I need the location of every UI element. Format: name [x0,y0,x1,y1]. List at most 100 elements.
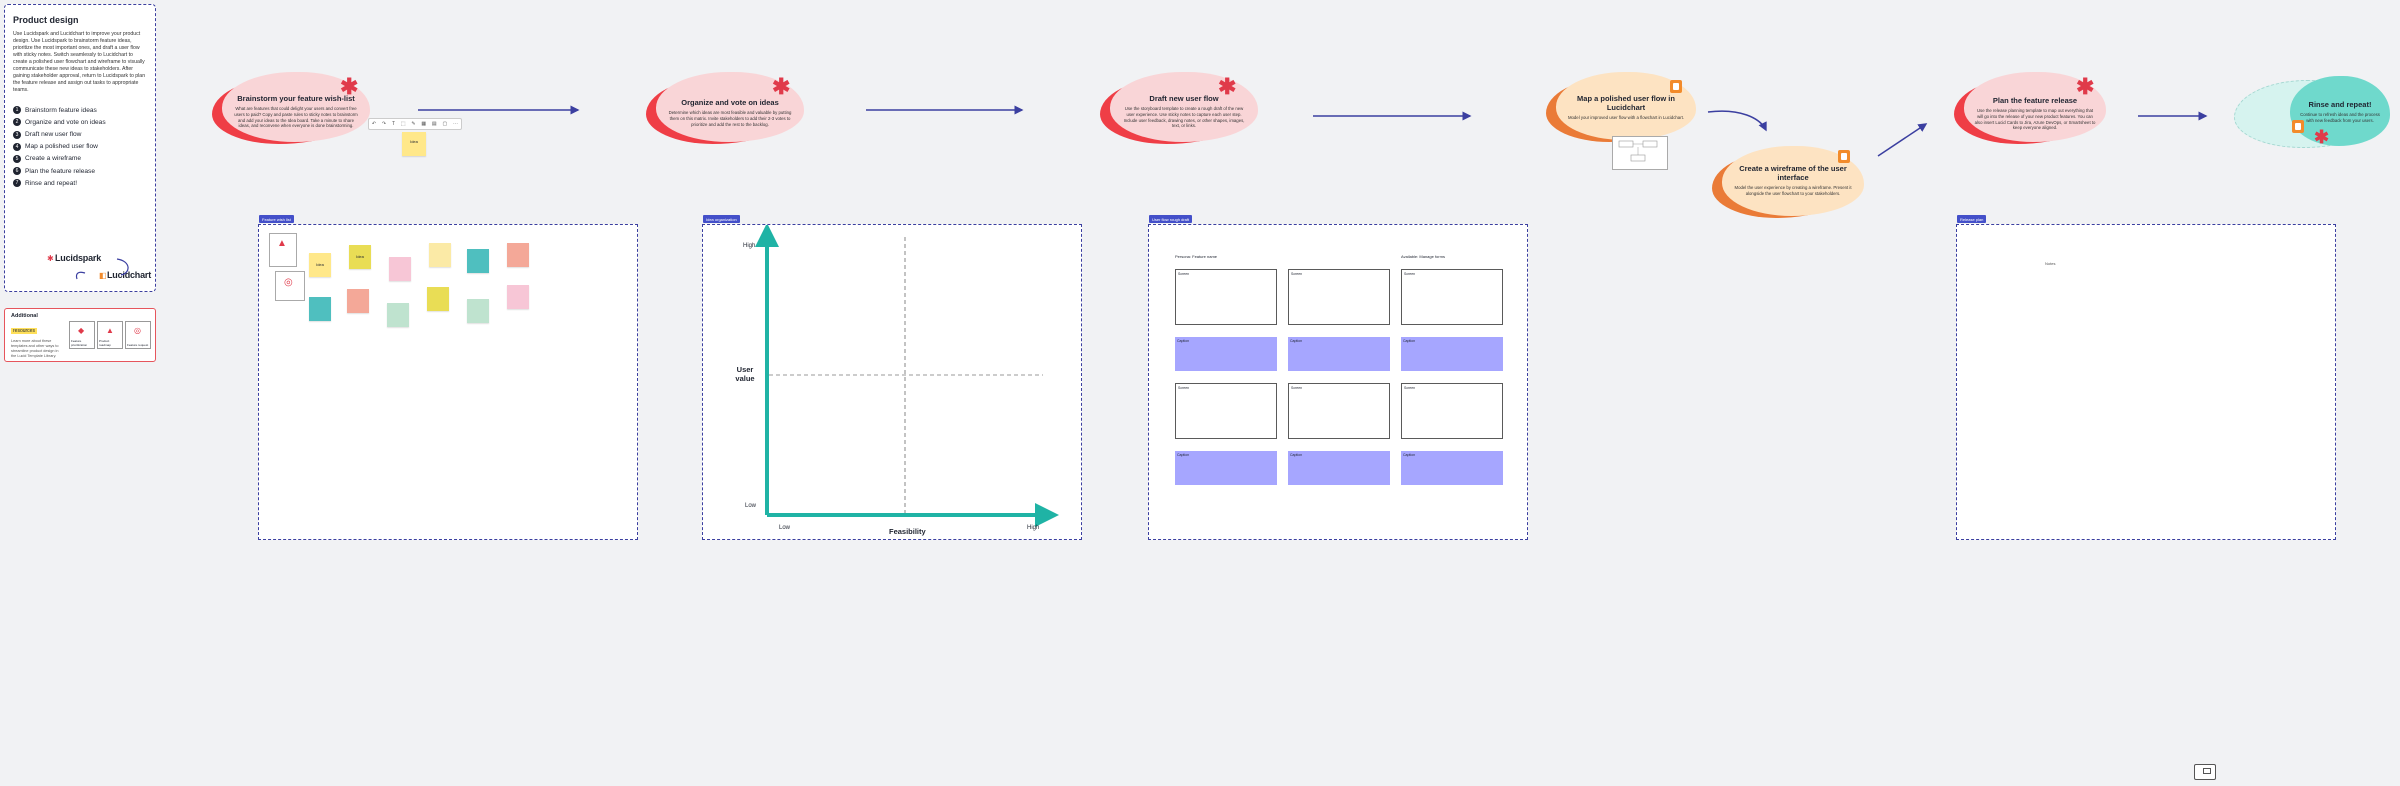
storyboard-screen[interactable]: Screen [1288,269,1390,325]
blob-desc: Determine which ideas are most feasible … [668,110,792,127]
resource-thumbnail[interactable]: ◆ Feature prioritization [69,321,95,349]
step-label: Rinse and repeat! [25,179,78,187]
thumb-icon: ◎ [134,326,141,335]
y-high-label: High [743,243,756,249]
step-blob-rinse[interactable]: Rinse and repeat! Continue to refresh id… [2234,76,2390,156]
sticky-note[interactable] [507,243,529,267]
frame-release-plan[interactable]: Release plan Notes [1956,215,2336,540]
step-blob-organize[interactable]: Organize and vote on ideas Determine whi… [646,72,806,146]
sticky-note[interactable] [389,257,411,281]
frame-tag: Feature wish list [259,215,294,223]
thumb-title: Feature request [127,342,149,347]
toolbar-icon[interactable]: ⋯ [453,121,459,127]
sticky-note[interactable] [507,285,529,309]
storyboard-screen[interactable]: Screen [1288,383,1390,439]
step-blob-map-flow[interactable]: Map a polished user flow in Lucidchart M… [1546,72,1696,146]
step-blob-draft[interactable]: Draft new user flow Use the storyboard t… [1100,72,1260,146]
step-number: 3 [13,130,21,139]
storyboard-caption[interactable]: Caption [1175,451,1277,485]
thumb-icon: ◆ [78,326,85,335]
intro-panel: Product design Use Lucidspark and Lucidc… [4,4,156,292]
lucidspark-star-icon: ✱ [772,74,791,99]
toolbar-icon[interactable]: ▢ [442,121,448,127]
storyboard-caption[interactable]: Caption [1401,337,1503,371]
step-item[interactable]: 3 Draft new user flow [13,129,147,141]
resource-thumbnail[interactable]: ◎ Feature request [125,321,151,349]
sticky-note[interactable] [467,299,489,323]
sticky-note[interactable] [467,249,489,273]
step-label: Create a wireframe [25,155,82,163]
sticky-toolbar[interactable]: ↶ ↷ T ⬚ ✎ ▦ ▤ ▢ ⋯ [368,118,462,130]
toolbar-icon[interactable]: ▤ [431,121,437,127]
template-card-icon: ◎ [284,277,293,288]
frame-user-flow[interactable]: User flow rough draft Persona: Feature n… [1148,215,1528,540]
toolbar-icon[interactable]: T [391,121,395,127]
toolbar-icon[interactable]: ↷ [381,121,387,127]
blob-desc: Use the storyboard template to create a … [1123,106,1245,129]
thumb-title: Feature prioritization [71,339,88,347]
step-blob-wireframe[interactable]: Create a wireframe of the user interface… [1712,146,1864,222]
additional-desc: Learn more about these templates and oth… [11,339,59,358]
toolbar-icon[interactable]: ↶ [371,121,377,127]
sticky-note[interactable] [347,289,369,313]
step-item[interactable]: 1 Brainstorm feature ideas [13,104,147,116]
blob-desc: What are features that could delight you… [234,106,358,129]
resource-thumbnail[interactable]: ▲Product roadmap [97,321,123,349]
frame-tag: Idea organization [703,215,740,223]
intro-title: Product design [13,15,79,25]
step-label: Draft new user flow [25,131,82,139]
storyboard-caption[interactable]: Caption [1175,337,1277,371]
toolbar-icon[interactable]: ✎ [411,121,416,127]
storyboard-screen[interactable]: Screen [1175,269,1277,325]
storyboard-caption[interactable]: Caption [1288,337,1390,371]
lucidchart-icon [2292,120,2304,133]
flowchart-preview[interactable] [1612,136,1668,170]
blob-title: Create a wireframe of the user interface [1739,164,1847,182]
storyboard-screen[interactable]: Screen [1401,383,1503,439]
sticky-note[interactable]: Idea [309,253,331,277]
x-low-label: Low [779,525,791,531]
lucidchart-icon [1838,150,1850,163]
template-card[interactable]: ▲ [269,233,297,267]
sticky-note[interactable]: Idea [349,245,371,269]
intro-body: Use Lucidspark and Lucidchart to improve… [13,31,146,94]
step-label: Brainstorm feature ideas [25,106,97,114]
flowchart-thumb [1618,140,1658,162]
lucidspark-star-icon: ✱ [1218,74,1237,99]
sticky-note[interactable] [387,303,409,327]
step-blob-brainstorm[interactable]: Brainstorm your feature wish-list What a… [212,72,372,146]
blob-desc: Model your improved user flow with a flo… [1567,115,1685,120]
step-label: Map a polished user flow [25,143,98,151]
frame-idea-organization[interactable]: Idea organization High Low User value Lo… [702,215,1082,540]
step-number: 6 [13,167,21,176]
logo-connector [75,258,129,280]
sticky-note[interactable] [427,287,449,311]
step-number: 2 [13,118,21,127]
template-card[interactable]: ◎ [275,271,305,301]
minimap-icon[interactable] [2194,764,2216,780]
toolbar-icon[interactable]: ⬚ [400,121,406,127]
toolbar-icon[interactable]: ▦ [421,121,427,127]
lucidchart-logo-icon: ◧ [99,271,107,280]
storyboard-caption[interactable]: Caption [1401,451,1503,485]
lucidspark-star-icon: ✱ [2314,127,2330,147]
frame-feature-wish-list[interactable]: Feature wish list ▲ ◎ Idea Idea [258,215,638,540]
frame-tag: User flow rough draft [1149,215,1193,223]
storyboard-caption[interactable]: Caption [1288,451,1390,485]
step-number: 1 [13,106,21,115]
floating-sticky-note[interactable]: Idea [402,132,426,156]
sticky-note[interactable] [309,297,331,321]
storyboard-screen[interactable]: Screen [1401,269,1503,325]
storyboard-screen[interactable]: Screen [1175,383,1277,439]
template-card-icon: ▲ [277,238,287,249]
step-blob-release[interactable]: Plan the feature release Use the release… [1954,72,2106,146]
lucidspark-star-icon: ✱ [340,74,359,99]
additional-title: Additional [11,313,38,319]
sticky-note[interactable] [429,243,451,267]
